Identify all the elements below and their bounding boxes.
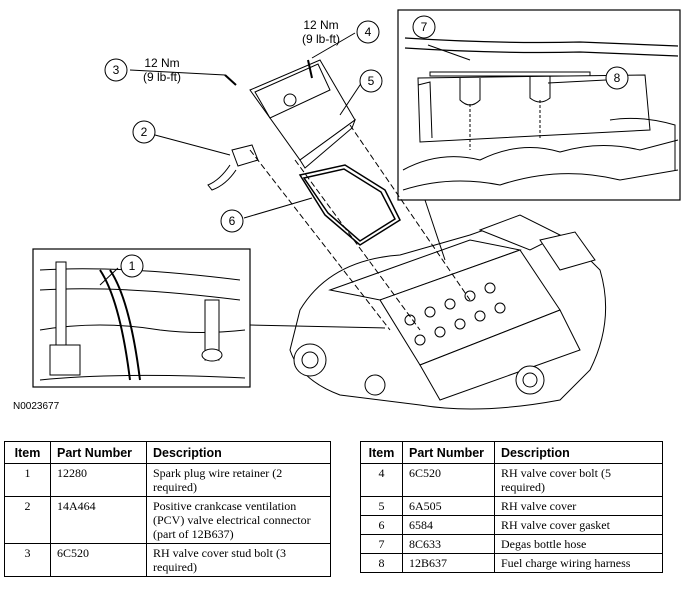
table-row: 6 6584 RH valve cover gasket <box>360 515 663 535</box>
detail-inset-degas-hose <box>397 9 681 201</box>
parts-table-left: Item Part Number Description 1 12280 Spa… <box>4 441 331 577</box>
callout-number: 3 <box>112 63 120 77</box>
table-row: 1 12280 Spark plug wire retainer (2 requ… <box>4 463 331 497</box>
cell-description: RH valve cover gasket <box>494 515 663 535</box>
table-row: 3 6C520 RH valve cover stud bolt (3 requ… <box>4 543 331 577</box>
exploded-view-illustration <box>32 9 681 410</box>
cell-item: 4 <box>360 463 403 497</box>
cell-item: 5 <box>360 496 403 516</box>
valve-cover <box>224 59 357 169</box>
callout-3 <box>104 58 128 82</box>
valve-cover-gasket <box>298 164 401 246</box>
callout-8 <box>605 66 629 90</box>
col-header-part-number: Part Number <box>402 441 495 464</box>
table-header-row: Item Part Number Description <box>4 441 331 464</box>
torque-imperial: (9 lb-ft) <box>301 32 340 46</box>
torque-imperial: (9 lb-ft) <box>142 70 181 84</box>
cell-part-number: 8C633 <box>402 534 495 554</box>
cell-description: Spark plug wire retainer (2 required) <box>146 463 331 497</box>
callout-1 <box>120 254 144 278</box>
callout-number: 7 <box>420 20 428 34</box>
torque-spec-item-4: 12 Nm (9 lb-ft) <box>291 18 351 46</box>
cell-description: Positive crankcase ventilation (PCV) val… <box>146 496 331 544</box>
pcv-connector <box>207 144 259 191</box>
parts-table-right: Item Part Number Description 4 6C520 RH … <box>360 441 663 573</box>
cell-item: 1 <box>4 463 51 497</box>
callout-4 <box>356 20 380 44</box>
cell-part-number: 14A464 <box>50 496 147 544</box>
callout-2 <box>132 120 156 144</box>
col-header-item: Item <box>4 441 51 464</box>
cell-description: Degas bottle hose <box>494 534 663 554</box>
torque-metric: 12 Nm <box>144 56 180 70</box>
cell-description: RH valve cover bolt (5 required) <box>494 463 663 497</box>
cell-item: 7 <box>360 534 403 554</box>
table-row: 7 8C633 Degas bottle hose <box>360 534 663 554</box>
table-row: 4 6C520 RH valve cover bolt (5 required) <box>360 463 663 497</box>
callout-5 <box>359 69 383 93</box>
cell-part-number: 12B637 <box>402 553 495 573</box>
col-header-part-number: Part Number <box>50 441 147 464</box>
torque-spec-item-3: 12 Nm (9 lb-ft) <box>132 56 192 84</box>
col-header-item: Item <box>360 441 403 464</box>
cell-item: 2 <box>4 496 51 544</box>
table-row: 8 12B637 Fuel charge wiring harness <box>360 553 663 573</box>
table-header-row: Item Part Number Description <box>360 441 663 464</box>
col-header-description: Description <box>494 441 663 464</box>
table-row: 5 6A505 RH valve cover <box>360 496 663 516</box>
cell-part-number: 12280 <box>50 463 147 497</box>
col-header-description: Description <box>146 441 331 464</box>
cell-part-number: 6C520 <box>402 463 495 497</box>
cell-description: RH valve cover <box>494 496 663 516</box>
cell-description: Fuel charge wiring harness <box>494 553 663 573</box>
cell-part-number: 6584 <box>402 515 495 535</box>
callout-number: 5 <box>367 74 375 88</box>
callout-6 <box>220 209 244 233</box>
callout-number: 6 <box>228 214 236 228</box>
cell-description: RH valve cover stud bolt (3 required) <box>146 543 331 577</box>
engine-block <box>289 214 607 410</box>
torque-metric: 12 Nm <box>303 18 339 32</box>
cell-part-number: 6A505 <box>402 496 495 516</box>
callout-number: 2 <box>140 125 148 139</box>
figure-id: N0023677 <box>13 401 60 412</box>
cell-item: 8 <box>360 553 403 573</box>
callout-7 <box>412 15 436 39</box>
cell-item: 3 <box>4 543 51 577</box>
callout-number: 8 <box>613 71 621 85</box>
table-row: 2 14A464 Positive crankcase ventilation … <box>4 496 331 544</box>
callout-number: 1 <box>128 259 136 273</box>
assembly-guide-lines <box>249 124 471 331</box>
cell-item: 6 <box>360 515 403 535</box>
callout-leader-lines <box>129 32 446 329</box>
callout-number: 4 <box>364 25 372 39</box>
cell-part-number: 6C520 <box>50 543 147 577</box>
